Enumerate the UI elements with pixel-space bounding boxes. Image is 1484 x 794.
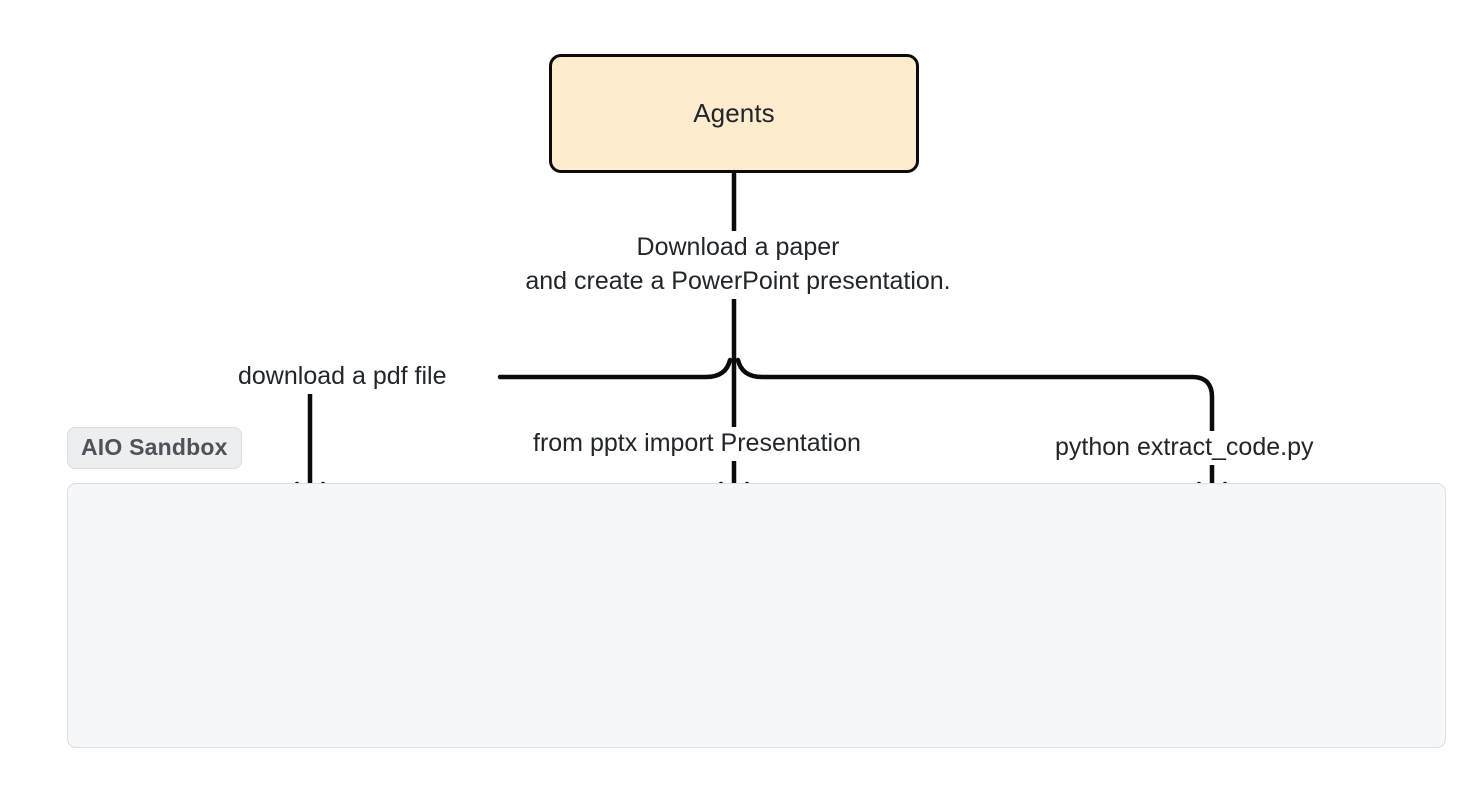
edge-label-task-line2: and create a PowerPoint presentation.: [525, 266, 951, 295]
node-agents[interactable]: Agents: [549, 54, 919, 173]
edge-label-download-pdf: download a pdf file: [233, 360, 452, 394]
sandbox-container: Browser API Code API Terminal API File S…: [67, 483, 1446, 748]
edge-label-task-line1: Download a paper: [636, 233, 840, 261]
node-agents-label: Agents: [693, 97, 775, 128]
edge-label-pptx-import: from pptx import Presentation: [528, 427, 866, 461]
edge-branch-left-fillet: [497, 357, 733, 380]
edge-label-task: Download a paper and create a PowerPoint…: [499, 231, 977, 299]
sandbox-badge: AIO Sandbox: [67, 427, 242, 469]
edge-label-python-extract: python extract_code.py: [1050, 431, 1319, 465]
